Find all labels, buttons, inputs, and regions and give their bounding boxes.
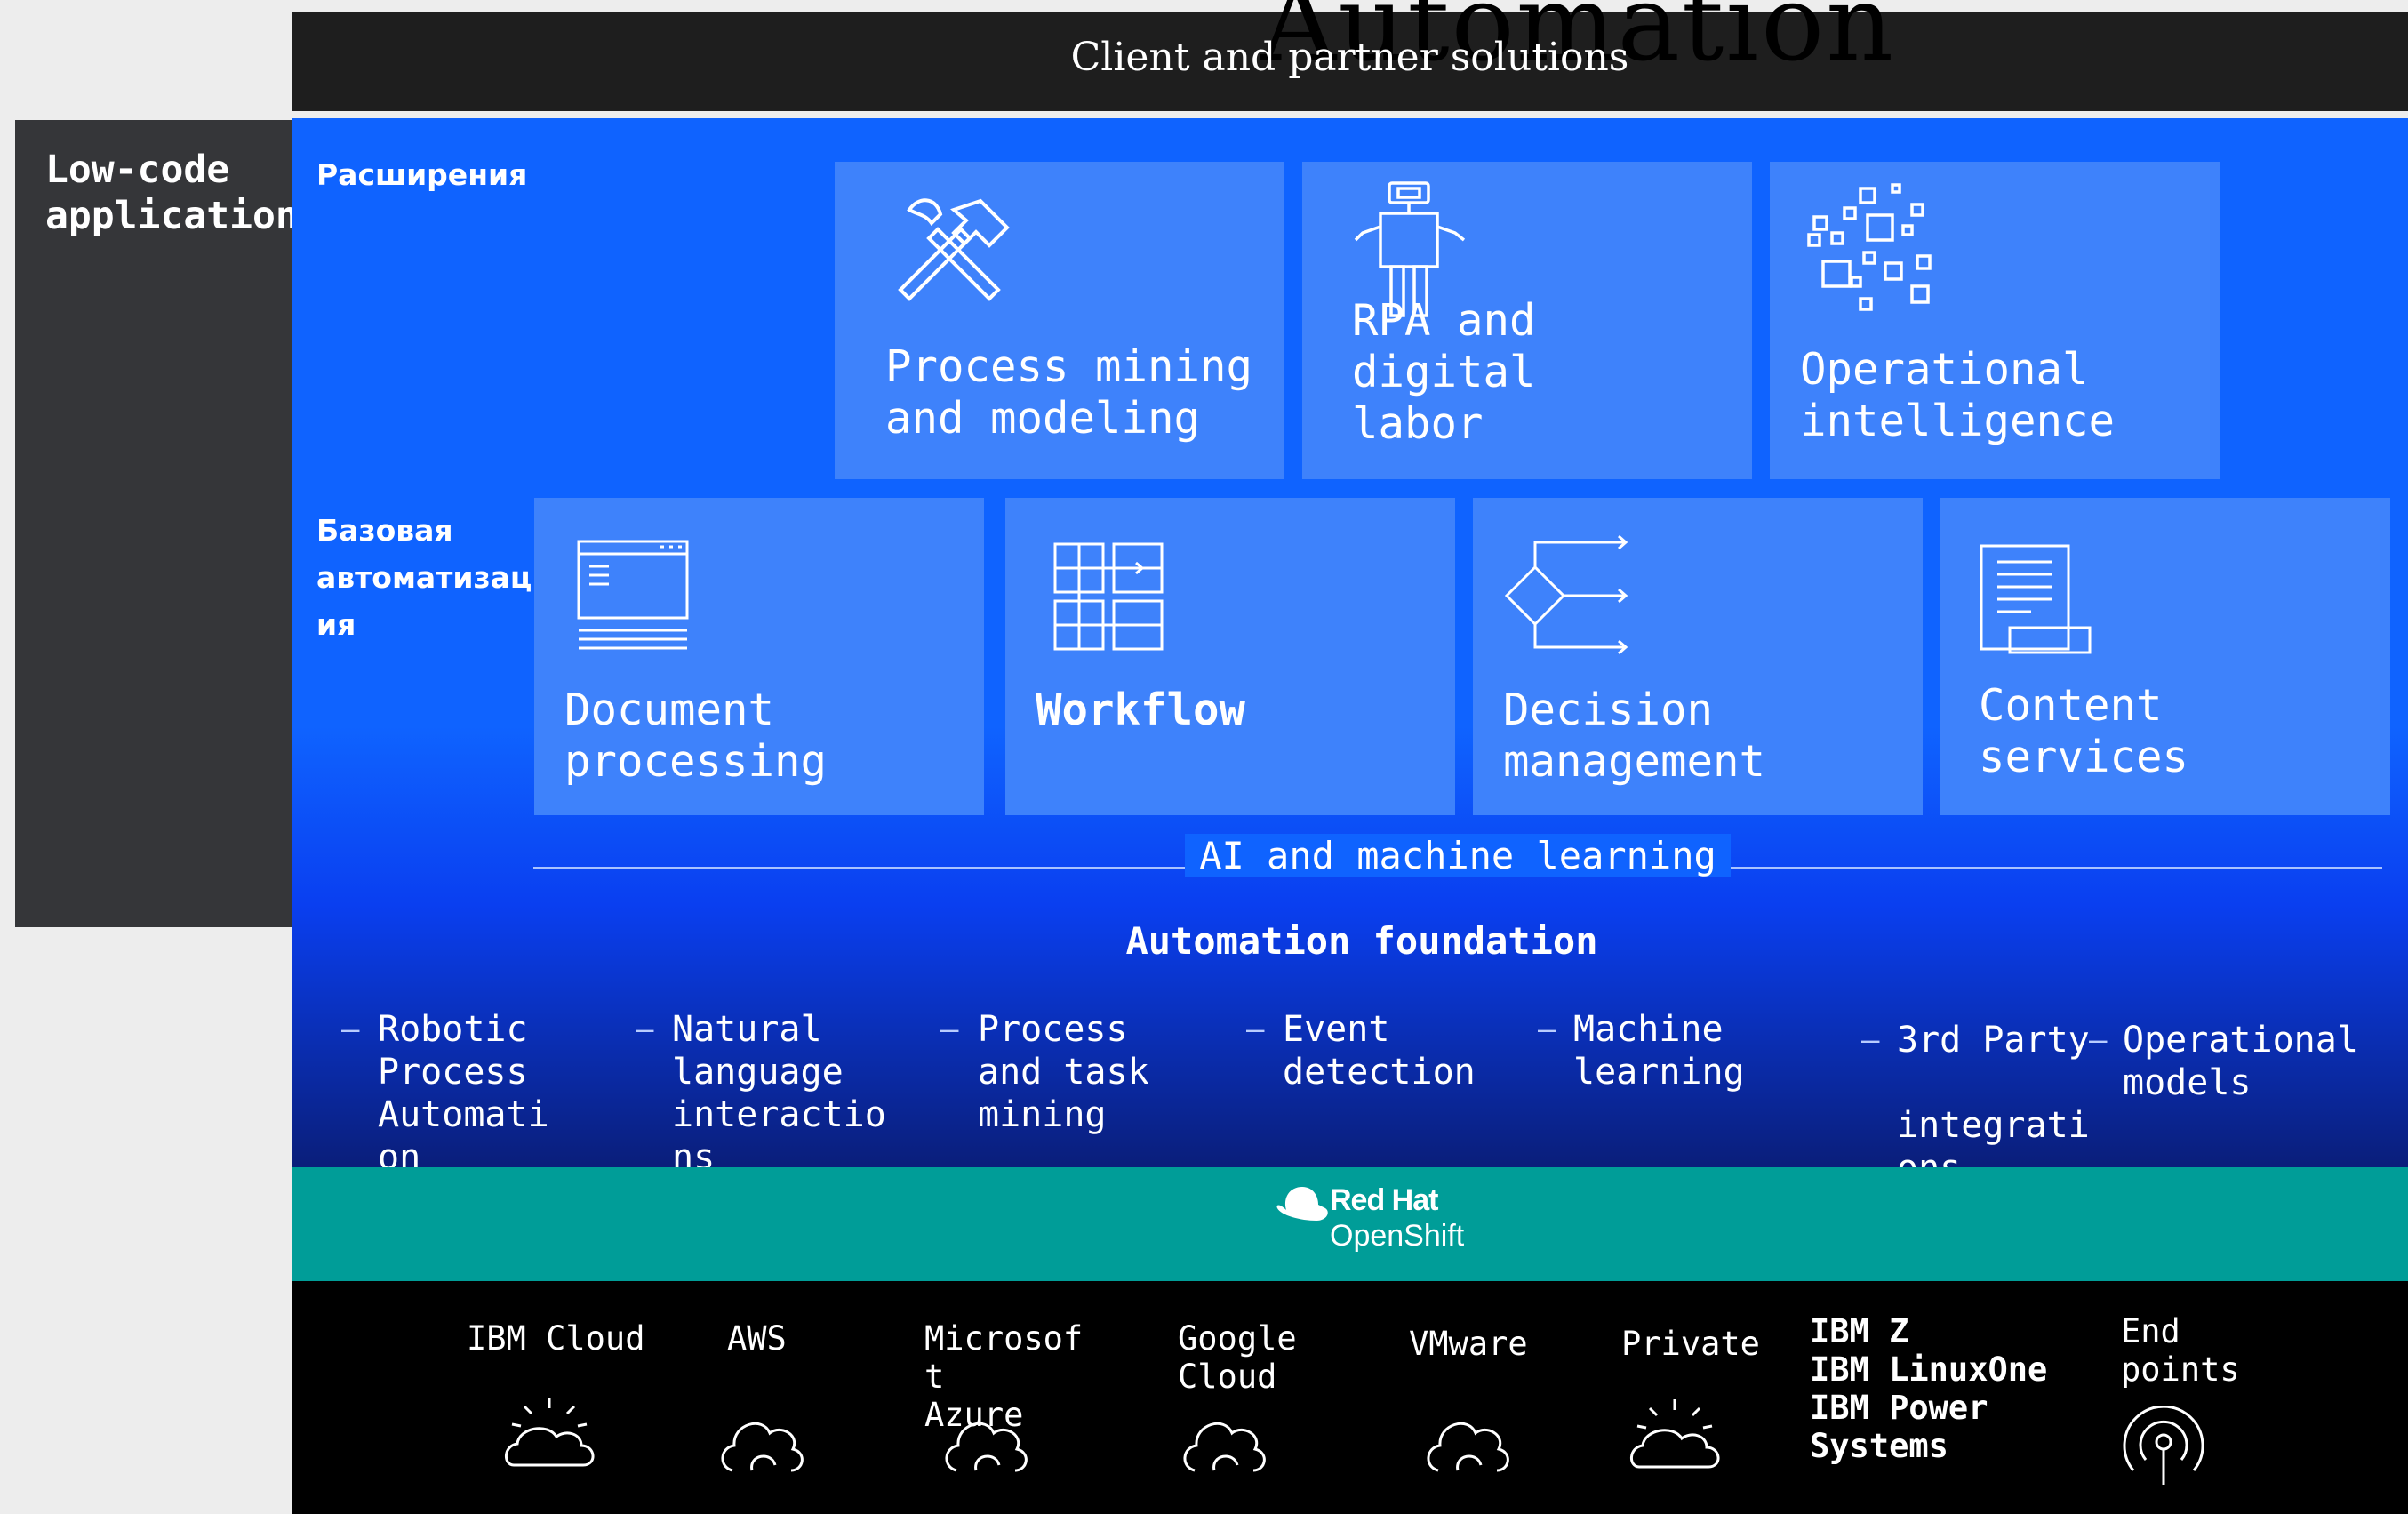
tile-workflow-label: Workflow (1036, 685, 1246, 735)
tile-content-services-label: Content services (1979, 680, 2189, 782)
tile-content-services: Content services (1940, 498, 2390, 815)
foundation-item-process-mining: Process and task mining (978, 1009, 1149, 1135)
ghost-title: Automation (1260, 0, 1896, 84)
cloud-google-label: Google Cloud (1178, 1319, 1297, 1396)
foundation-bullet: – (1538, 1012, 1556, 1047)
low-code-panel: Low-code applications (15, 120, 292, 927)
sun-cloud-icon (1630, 1399, 1720, 1469)
cloud-icon (945, 1422, 1028, 1472)
tile-process-mining: Process mining and modeling (835, 162, 1284, 479)
foundation-bullet: – (636, 1012, 654, 1047)
foundation-bullet: – (1861, 1022, 1880, 1058)
workflow-icon (1053, 542, 1164, 651)
deployment-targets-band (292, 1281, 2408, 1514)
cloud-ibm-label: IBM Cloud (467, 1319, 645, 1358)
red-hat-brand: Red Hat (1330, 1183, 1438, 1217)
tile-operational-intelligence-label: Operational intelligence (1800, 344, 2116, 446)
foundation-bullet: – (1246, 1012, 1265, 1047)
cloud-vmware-label: VMware (1409, 1325, 1528, 1363)
tile-rpa: RPA and digital labor (1302, 162, 1752, 479)
foundation-bullet: – (940, 1012, 959, 1047)
header-title: Client and partner solutions (1070, 35, 1629, 80)
extensions-label: Расширения (316, 157, 528, 192)
cloud-ibm-systems-label: IBM Z IBM LinuxOne IBM Power Systems (1810, 1312, 2048, 1465)
decision-diamond-icon (1504, 534, 1628, 655)
tile-decision-management: Decision management (1473, 498, 1923, 815)
tile-rpa-label: RPA and digital labor (1352, 295, 1536, 449)
cloud-icon (1183, 1422, 1266, 1472)
foundation-item-operational-models: Operational models (2123, 1020, 2358, 1103)
scattered-squares-icon (1807, 183, 1932, 311)
tile-decision-management-label: Decision management (1503, 685, 1766, 787)
ai-ml-label: AI and machine learning (1185, 834, 1731, 877)
tile-process-mining-label: Process mining and modeling (885, 341, 1253, 444)
cloud-aws-label: AWS (727, 1319, 787, 1358)
low-code-label: Low-code applications (45, 148, 292, 238)
foundation-item-machine-learning: Machine learning (1573, 1009, 1745, 1093)
foundation-item-third-party: 3rd Party integrati ons (1897, 1020, 2090, 1189)
content-document-icon (1980, 544, 2092, 654)
tile-operational-intelligence: Operational intelligence (1770, 162, 2220, 479)
foundation-bullet: – (2089, 1022, 2108, 1058)
openshift-band: Red Hat OpenShift (292, 1167, 2408, 1281)
foundation-bullet: – (341, 1012, 360, 1047)
ai-label-wrap: AI and machine learning (533, 834, 2382, 877)
cloud-azure-label: Microsof t Azure (924, 1319, 1084, 1434)
sun-cloud-icon (505, 1398, 595, 1467)
tile-document-processing: Document processing (534, 498, 984, 815)
foundation-item-event-detection: Event detection (1283, 1009, 1476, 1093)
base-automation-label: Базовая автоматизац ия (316, 513, 532, 642)
cloud-icon (721, 1422, 804, 1472)
antenna-icon (2123, 1406, 2204, 1485)
foundation-item-nli: Natural language interactio ns (672, 1009, 886, 1178)
foundation-title: Automation foundation (1125, 919, 1598, 963)
cloud-endpoints-label: End points (2121, 1312, 2240, 1389)
robot-icon (1354, 181, 1466, 317)
tile-workflow: Workflow (1005, 498, 1455, 815)
tile-document-processing-label: Document processing (564, 685, 828, 787)
document-window-icon (577, 540, 689, 650)
openshift-brand: OpenShift (1330, 1219, 1465, 1253)
foundation-item-rpa: Robotic Process Automati on (378, 1009, 549, 1178)
cloud-private-label: Private (1621, 1325, 1760, 1363)
red-hat-logo-icon (1276, 1187, 1328, 1221)
header-bar: Automation Client and partner solutions (292, 0, 2408, 111)
cloud-icon (1427, 1422, 1509, 1472)
hammer-wrench-icon (898, 198, 1010, 301)
